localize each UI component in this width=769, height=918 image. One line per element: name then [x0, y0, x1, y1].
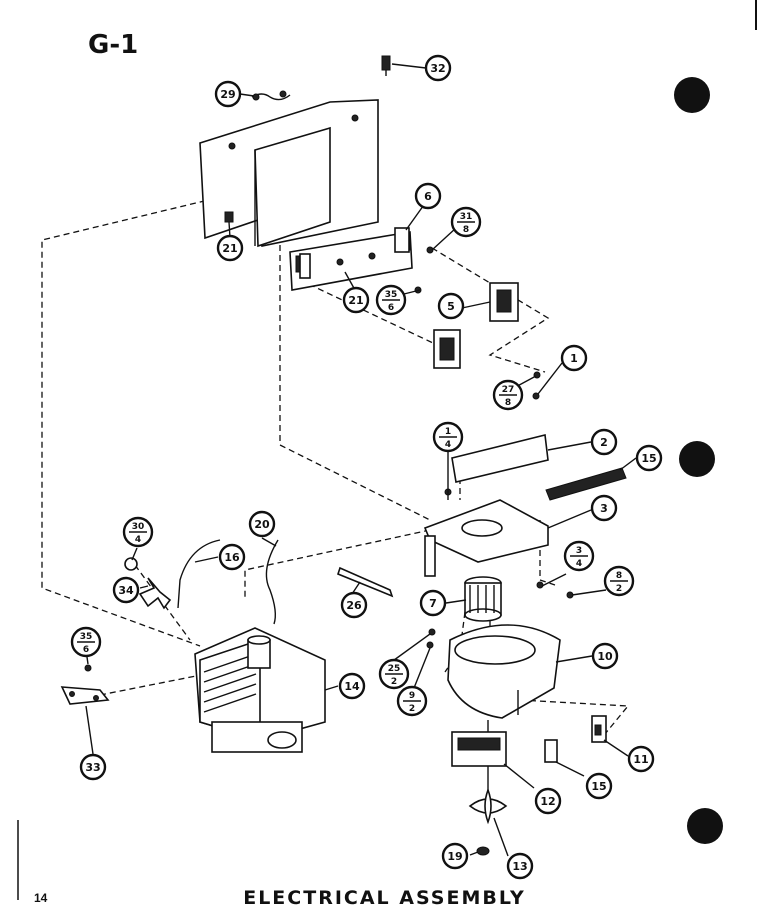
- callout-number: 7: [429, 597, 437, 610]
- callout-numerator: 1: [445, 427, 451, 437]
- callout-c31: 318: [450, 206, 482, 238]
- callout-c5: 5: [437, 292, 465, 320]
- callout-denominator: 2: [409, 704, 415, 714]
- callout-denominator: 8: [463, 225, 469, 235]
- callout-c1_4: 14: [432, 421, 464, 453]
- registration-dot-bottom: [687, 808, 723, 844]
- callout-numerator: 31: [460, 212, 473, 222]
- callout-c26: 26: [340, 591, 368, 619]
- callout-c30: 304: [122, 516, 154, 548]
- callout-number: 34: [118, 584, 134, 597]
- callout-number: 1: [570, 352, 578, 365]
- callout-number: 11: [633, 753, 648, 766]
- callout-c14: 14: [338, 672, 366, 700]
- callout-c33: 33: [79, 753, 107, 781]
- callout-c21b: 21: [342, 286, 370, 314]
- callout-c1: 1: [560, 344, 588, 372]
- callout-number: 5: [447, 300, 455, 313]
- callout-numerator: 35: [80, 632, 93, 642]
- callout-c32: 32: [424, 54, 452, 82]
- callout-c25: 252: [378, 658, 410, 690]
- callout-c3: 3: [590, 494, 618, 522]
- callout-c35a: 356: [375, 284, 407, 316]
- wiring-and-fuse-parts: [124, 539, 394, 625]
- callout-number: 20: [254, 518, 270, 531]
- callout-c6: 6: [414, 182, 442, 210]
- callout-denominator: 4: [576, 559, 582, 569]
- small-hardware: [84, 55, 574, 856]
- callout-denominator: 4: [445, 440, 451, 450]
- registration-dot-middle: [679, 441, 715, 477]
- blower-housing: [447, 624, 561, 719]
- callout-c19: 19: [441, 842, 469, 870]
- switch-mounting-plate: [289, 227, 413, 291]
- callout-c34: 34: [112, 576, 140, 604]
- callout-number: 19: [447, 850, 462, 863]
- registration-dot-top: [674, 77, 710, 113]
- page-footer-title: ELECTRICAL ASSEMBLY: [243, 887, 526, 909]
- callout-c21a: 21: [216, 234, 244, 262]
- callout-numerator: 30: [132, 522, 145, 532]
- callout-denominator: 8: [505, 398, 511, 408]
- callout-number: 29: [220, 88, 235, 101]
- callout-denominator: 2: [616, 584, 622, 594]
- callout-number: 2: [600, 436, 608, 449]
- callout-c11: 11: [627, 745, 655, 773]
- callout-number: 10: [597, 650, 613, 663]
- blower-fan-wheel: [464, 576, 502, 622]
- callout-number: 15: [591, 780, 606, 793]
- interlock-switches: [433, 282, 519, 369]
- callout-c15b: 15: [585, 772, 613, 800]
- page-number: 14: [34, 891, 48, 905]
- callout-numerator: 27: [502, 385, 515, 395]
- callout-c8_2: 82: [603, 565, 635, 597]
- callout-number: 16: [224, 551, 240, 564]
- page-title: G-1: [88, 30, 139, 60]
- fan-motor: [451, 720, 508, 825]
- callout-c3_4: 34: [563, 540, 595, 572]
- callout-number: 13: [512, 860, 527, 873]
- callout-c27: 278: [492, 379, 524, 411]
- terminal-blocks: [544, 715, 607, 763]
- mounting-strips: [423, 434, 627, 577]
- callout-numerator: 25: [388, 664, 401, 674]
- callout-c29: 29: [214, 80, 242, 108]
- control-panel-bracket: [199, 99, 379, 248]
- callout-number: 14: [344, 680, 360, 693]
- callout-c13: 13: [506, 852, 534, 880]
- callout-number: 3: [600, 502, 608, 515]
- callout-c9: 92: [396, 685, 428, 717]
- callout-c35b: 356: [70, 626, 102, 658]
- callout-c12: 12: [534, 787, 562, 815]
- callout-c15a: 15: [635, 444, 663, 472]
- callout-number: 32: [430, 62, 445, 75]
- callout-numerator: 8: [616, 571, 622, 581]
- callout-number: 12: [540, 795, 555, 808]
- callout-c7: 7: [419, 589, 447, 617]
- callout-c20: 20: [248, 510, 276, 538]
- callout-number: 15: [641, 452, 656, 465]
- callout-number: 21: [348, 294, 363, 307]
- callout-number: 33: [85, 761, 100, 774]
- callout-numerator: 3: [576, 546, 582, 556]
- callout-denominator: 2: [391, 677, 397, 687]
- callout-number: 21: [222, 242, 237, 255]
- magnetron-bracket: [60, 686, 110, 705]
- callout-numerator: 35: [385, 290, 398, 300]
- callout-number: 26: [346, 599, 362, 612]
- callout-denominator: 6: [388, 303, 394, 313]
- callout-denominator: 6: [83, 645, 89, 655]
- callout-numerator: 9: [409, 691, 415, 701]
- callout-c10: 10: [591, 642, 619, 670]
- magnetron: [194, 627, 326, 753]
- callout-c16: 16: [218, 543, 246, 571]
- callout-denominator: 4: [135, 535, 141, 545]
- callout-number: 6: [424, 190, 432, 203]
- callout-c2: 2: [590, 428, 618, 456]
